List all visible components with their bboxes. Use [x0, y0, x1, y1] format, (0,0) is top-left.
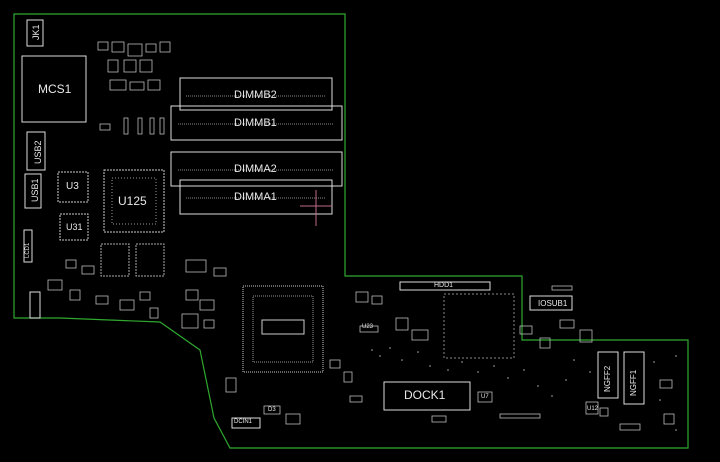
iosub1-connector[interactable]: [529, 295, 573, 311]
u125-inner: [111, 177, 157, 225]
dimmb1-slot[interactable]: [170, 105, 343, 141]
u31-chip[interactable]: [59, 213, 89, 241]
lcd1-connector[interactable]: [23, 229, 33, 263]
ngff1-slot[interactable]: [623, 351, 645, 405]
left-connector[interactable]: [29, 291, 41, 319]
usb1-connector[interactable]: [24, 173, 42, 209]
u3-chip[interactable]: [57, 171, 89, 203]
usb2-connector[interactable]: [26, 131, 46, 171]
dimma1-slot[interactable]: [179, 179, 333, 215]
chip-block-2: [135, 243, 165, 277]
dock1-connector[interactable]: [383, 381, 471, 411]
chip-block-1: [100, 243, 130, 277]
cpu-core: [261, 319, 305, 335]
cpu-bga-inner: [252, 295, 314, 363]
dcin1-connector[interactable]: [231, 417, 261, 429]
cpu-bga[interactable]: [242, 285, 324, 373]
small-components: [47, 41, 675, 431]
dimmb2-slot[interactable]: [179, 77, 333, 111]
board-outline: [13, 13, 689, 449]
dimma2-slot[interactable]: [170, 151, 343, 187]
mcs1-component[interactable]: [21, 55, 87, 123]
ngff2-slot[interactable]: [597, 351, 619, 399]
chipset-area: [443, 293, 515, 359]
via-dots: [371, 347, 677, 431]
u125-chip[interactable]: [103, 169, 165, 233]
jk1-component[interactable]: [26, 19, 44, 47]
hdd1-connector[interactable]: [399, 281, 491, 291]
